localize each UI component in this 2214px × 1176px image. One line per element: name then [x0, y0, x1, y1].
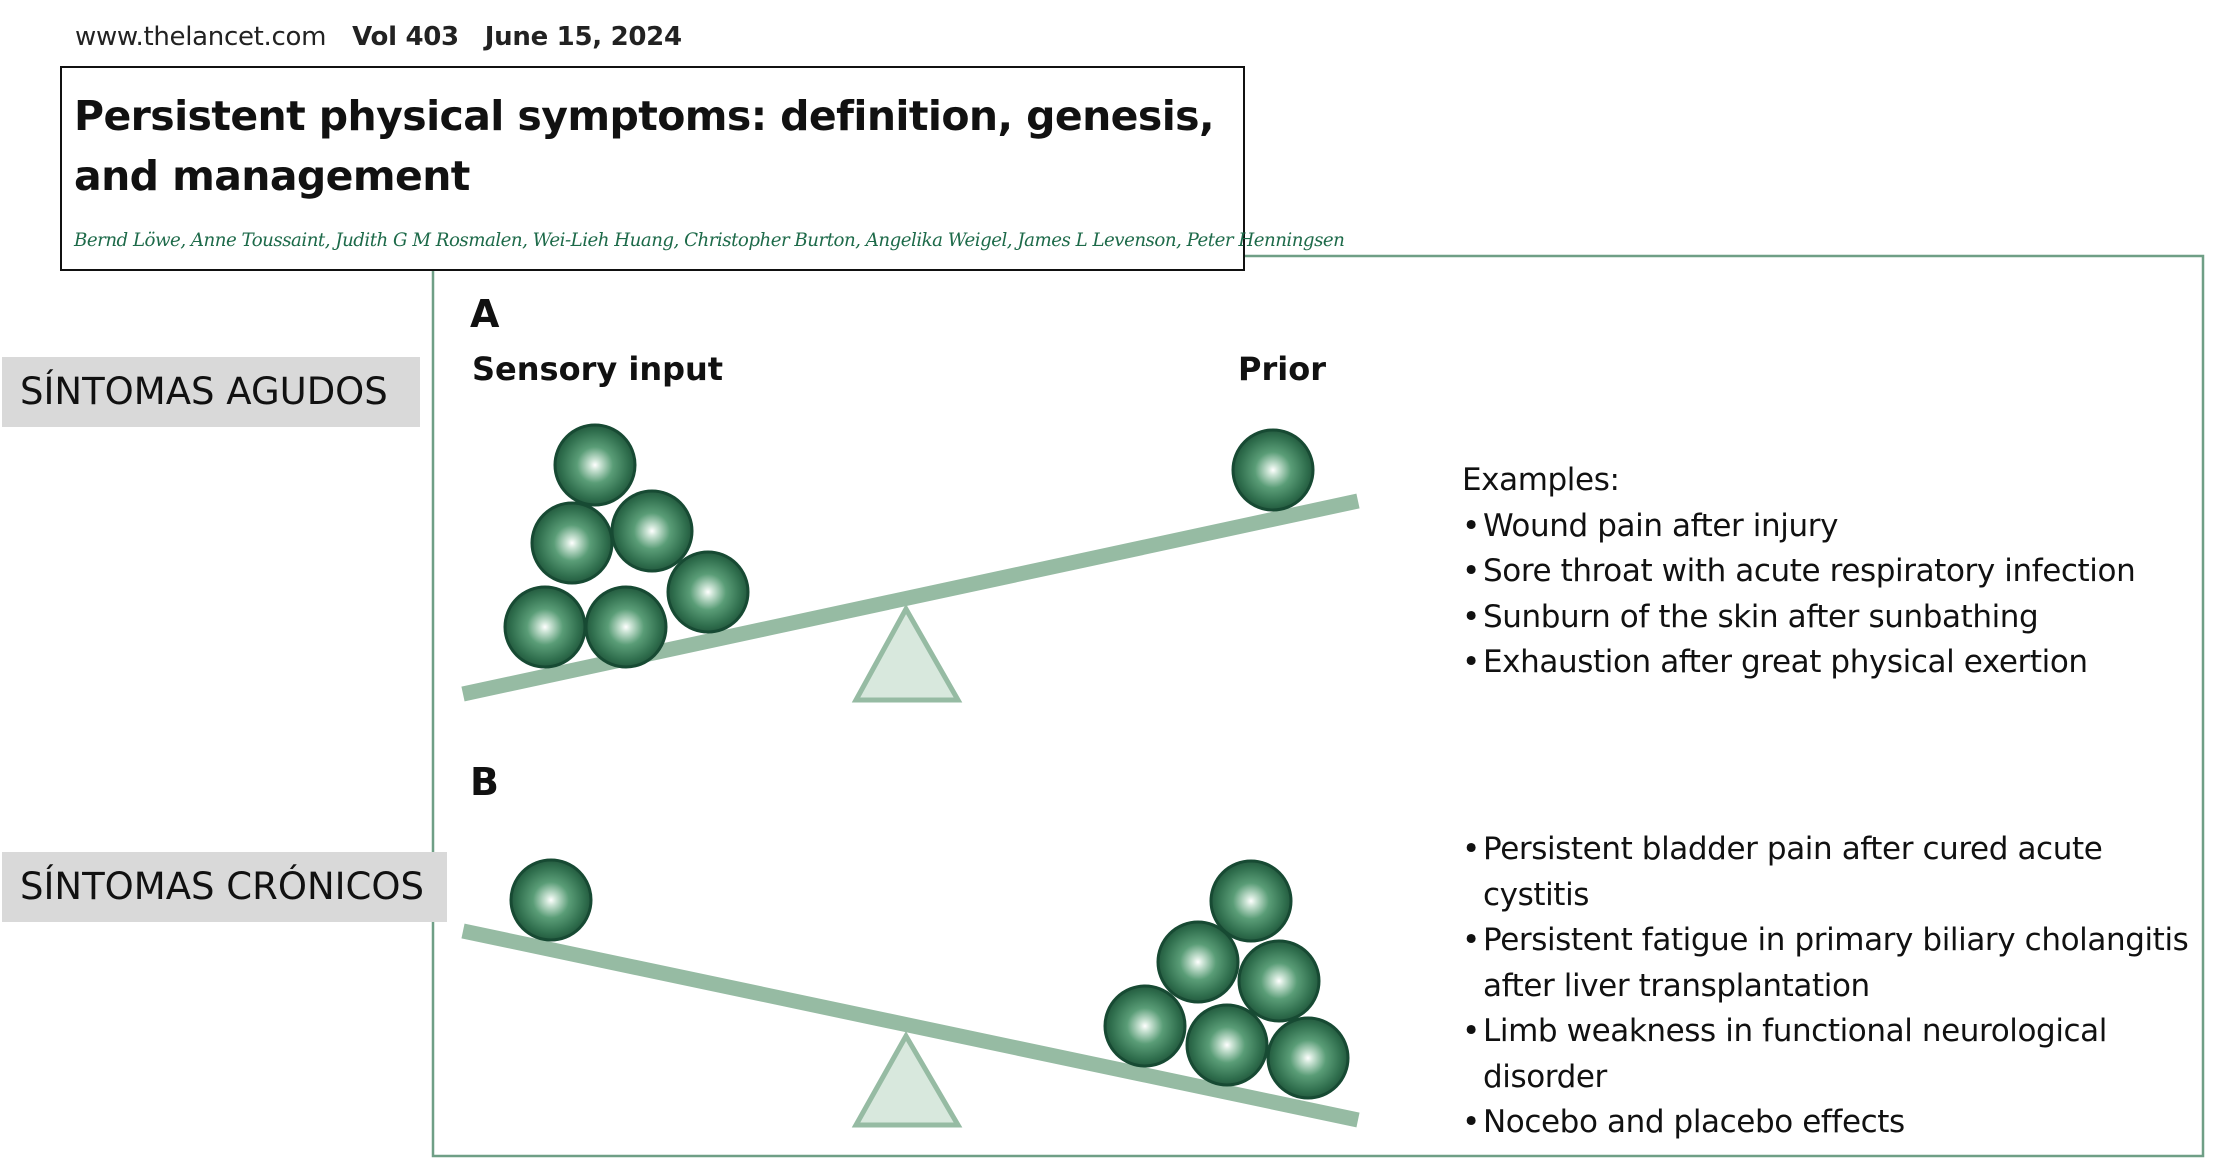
panel-a-sensory-ball-4 [530, 501, 614, 585]
chronic-symptoms-band: SÍNTOMAS CRÓNICOS [2, 852, 447, 922]
panel-a-letter: A [470, 292, 500, 336]
panel-b-prior-ball-2 [1185, 1003, 1269, 1087]
journal-site: www.thelancet.com [75, 22, 327, 52]
panel-b-seesaw [461, 923, 1360, 1128]
journal-date: June 15, 2024 [484, 22, 682, 52]
panel-a-sensory-ball-1 [503, 585, 587, 669]
panel-a-prior-ball-1 [1231, 428, 1315, 512]
list-item: Persistent bladder pain after cured acut… [1462, 827, 2207, 918]
list-item: Sunburn of the skin after sunbathing [1462, 595, 2202, 641]
article-authors: Bernd Löwe, Anne Toussaint, Judith G M R… [74, 230, 1345, 251]
article-title: Persistent physical symptoms: definition… [74, 92, 1215, 200]
panel-b-sensory-balls [509, 858, 593, 942]
panel-b-prior-ball-4 [1156, 920, 1240, 1004]
panel-b-examples: Persistent bladder pain after cured acut… [1462, 827, 2207, 1146]
list-item: Exhaustion after great physical exertion [1462, 640, 2202, 686]
panel-a-sensory-ball-6 [553, 423, 637, 507]
panel-b-sensory-ball-1 [509, 858, 593, 942]
sensory-input-label: Sensory input [472, 350, 724, 388]
panel-a-sensory-ball-3 [666, 550, 750, 634]
list-item: Nocebo and placebo effects [1462, 1100, 2207, 1146]
list-item: Persistent fatigue in primary biliary ch… [1462, 918, 2207, 1009]
journal-volume: Vol 403 [352, 22, 459, 52]
panel-a-examples: Examples: Wound pain after injury Sore t… [1462, 458, 2202, 686]
list-item: Sore throat with acute respiratory infec… [1462, 549, 2202, 595]
list-item: Wound pain after injury [1462, 504, 2202, 550]
panel-a-fulcrum [851, 603, 963, 703]
panel-b-prior-balls [1103, 859, 1350, 1100]
list-item: Limb weakness in functional neurological… [1462, 1009, 2207, 1100]
panel-b-beam [461, 923, 1360, 1128]
panel-b-fulcrum [851, 1030, 963, 1128]
examples-heading: Examples: [1462, 462, 1620, 498]
panel-b-prior-ball-3 [1266, 1016, 1350, 1100]
panel-a-sensory-balls [503, 423, 750, 669]
panel-b-prior-ball-5 [1237, 939, 1321, 1023]
panel-a-sensory-ball-2 [584, 585, 668, 669]
article-title-box: Persistent physical symptoms: definition… [60, 66, 1345, 271]
panel-b-prior-ball-1 [1103, 984, 1187, 1068]
panel-b-prior-ball-6 [1209, 859, 1293, 943]
journal-header: www.thelancet.com Vol 403 June 15, 2024 [75, 22, 682, 52]
prior-label: Prior [1238, 350, 1326, 388]
panel-b-letter: B [470, 760, 499, 804]
acute-symptoms-band: SÍNTOMAS AGUDOS [2, 357, 420, 427]
panel-a-sensory-ball-5 [610, 489, 694, 573]
panel-a-prior-balls [1231, 428, 1315, 512]
